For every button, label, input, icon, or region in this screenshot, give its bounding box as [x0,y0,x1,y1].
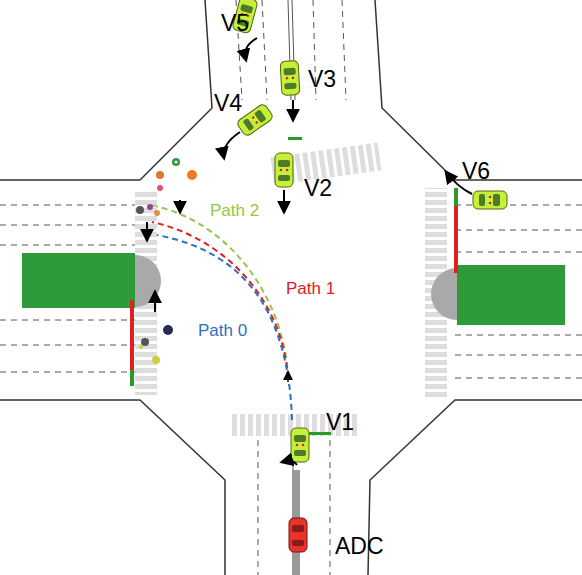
vehicle-label: V1 [326,411,354,434]
path-label: Path 1 [286,280,335,297]
vehicle-label: V5 [221,12,249,35]
vehicle-label: V2 [304,177,332,200]
vehicle-label: V3 [308,68,336,91]
vehicle-label: V6 [462,160,490,183]
vehicle-label: V4 [214,92,242,115]
path-label: Path 0 [198,322,247,339]
vehicle-label: ADC [335,535,384,558]
path-label: Path 2 [210,202,259,219]
